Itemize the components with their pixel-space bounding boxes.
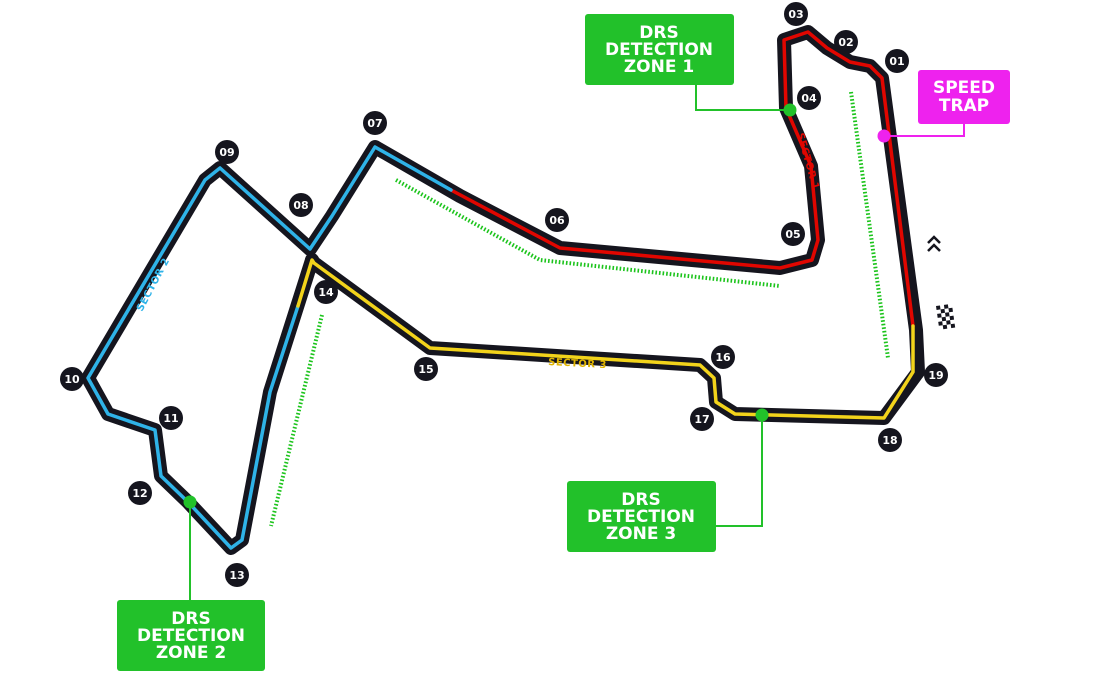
svg-text:10: 10 bbox=[64, 373, 80, 386]
drs-detection-zone-3: DRS DETECTION ZONE 3 bbox=[567, 408, 769, 552]
corner-19: 19 bbox=[924, 363, 948, 387]
svg-text:01: 01 bbox=[889, 55, 904, 68]
sector2-line bbox=[86, 145, 453, 550]
corner-05: 05 bbox=[781, 222, 805, 246]
drs-zone-1-line2: DETECTION bbox=[605, 40, 713, 60]
svg-text:12: 12 bbox=[132, 487, 147, 500]
svg-text:06: 06 bbox=[549, 214, 565, 227]
svg-text:08: 08 bbox=[293, 199, 308, 212]
corner-18: 18 bbox=[878, 428, 902, 452]
svg-text:15: 15 bbox=[418, 363, 433, 376]
drs-zone-3-marker bbox=[755, 408, 769, 422]
sector-labels: SECTOR 1 SECTOR 2 SECTOR 3 bbox=[135, 132, 821, 371]
drs-zone-1-line3: ZONE 1 bbox=[624, 57, 694, 77]
svg-text:11: 11 bbox=[163, 412, 178, 425]
sector1-line bbox=[449, 30, 915, 328]
speed-trap-marker bbox=[877, 129, 891, 143]
drs-zone-2-line1: DRS bbox=[171, 609, 210, 629]
svg-text:19: 19 bbox=[928, 369, 943, 382]
corner-badges: 01 02 03 04 05 06 07 08 09 10 11 12 13 1… bbox=[60, 2, 948, 587]
corner-07: 07 bbox=[363, 111, 387, 135]
sector3-label: SECTOR 3 bbox=[548, 357, 607, 371]
speed-trap-leader bbox=[884, 124, 965, 137]
double-chevron-up-icon bbox=[927, 235, 941, 252]
drs-zone-2-marker bbox=[183, 495, 197, 509]
svg-text:07: 07 bbox=[367, 117, 382, 130]
corner-06: 06 bbox=[545, 208, 569, 232]
drs-zone-3-line3: ZONE 3 bbox=[606, 524, 676, 544]
sector-lines bbox=[86, 30, 915, 550]
sector3-line bbox=[296, 258, 915, 420]
checkered-flag-icon bbox=[936, 303, 956, 330]
drs-zone-3-line1: DRS bbox=[621, 490, 660, 510]
svg-text:05: 05 bbox=[785, 228, 800, 241]
corner-08: 08 bbox=[289, 193, 313, 217]
corner-10: 10 bbox=[60, 367, 84, 391]
svg-text:14: 14 bbox=[318, 286, 334, 299]
corner-17: 17 bbox=[690, 407, 714, 431]
svg-text:09: 09 bbox=[219, 146, 234, 159]
drs-zone-1-marker bbox=[783, 103, 797, 117]
corner-03: 03 bbox=[784, 2, 808, 26]
drs-zone-t13-straight bbox=[269, 314, 324, 527]
drs-zone-3-line2: DETECTION bbox=[587, 507, 695, 527]
drs-detection-zone-1: DRS DETECTION ZONE 1 bbox=[585, 14, 797, 117]
drs-zone-3-leader bbox=[716, 415, 763, 527]
drs-zone-back-straight bbox=[395, 178, 781, 288]
speed-trap-line1: SPEED bbox=[933, 78, 995, 98]
svg-text:16: 16 bbox=[715, 351, 731, 364]
svg-text:02: 02 bbox=[838, 36, 853, 49]
corner-04: 04 bbox=[797, 86, 821, 110]
drs-zone-main-straight bbox=[849, 91, 890, 359]
corner-12: 12 bbox=[128, 481, 152, 505]
svg-text:18: 18 bbox=[882, 434, 897, 447]
drs-zone-2-line2: DETECTION bbox=[137, 626, 245, 646]
corner-13: 13 bbox=[225, 563, 249, 587]
svg-text:17: 17 bbox=[694, 413, 709, 426]
drs-detection-zone-2: DRS DETECTION ZONE 2 bbox=[117, 495, 265, 671]
corner-16: 16 bbox=[711, 345, 735, 369]
svg-text:03: 03 bbox=[788, 8, 803, 21]
drs-zones-dotted bbox=[269, 91, 890, 527]
corner-11: 11 bbox=[159, 406, 183, 430]
drs-zone-1-leader bbox=[695, 84, 790, 111]
corner-01: 01 bbox=[885, 49, 909, 73]
speed-trap: SPEED TRAP bbox=[877, 70, 1010, 143]
corner-14: 14 bbox=[314, 280, 338, 304]
corner-02: 02 bbox=[834, 30, 858, 54]
drs-zone-1-line1: DRS bbox=[639, 23, 678, 43]
svg-text:04: 04 bbox=[801, 92, 817, 105]
drs-zone-2-line3: ZONE 2 bbox=[156, 643, 226, 663]
speed-trap-line2: TRAP bbox=[939, 96, 989, 116]
corner-15: 15 bbox=[414, 357, 438, 381]
corner-09: 09 bbox=[215, 140, 239, 164]
svg-text:13: 13 bbox=[229, 569, 244, 582]
